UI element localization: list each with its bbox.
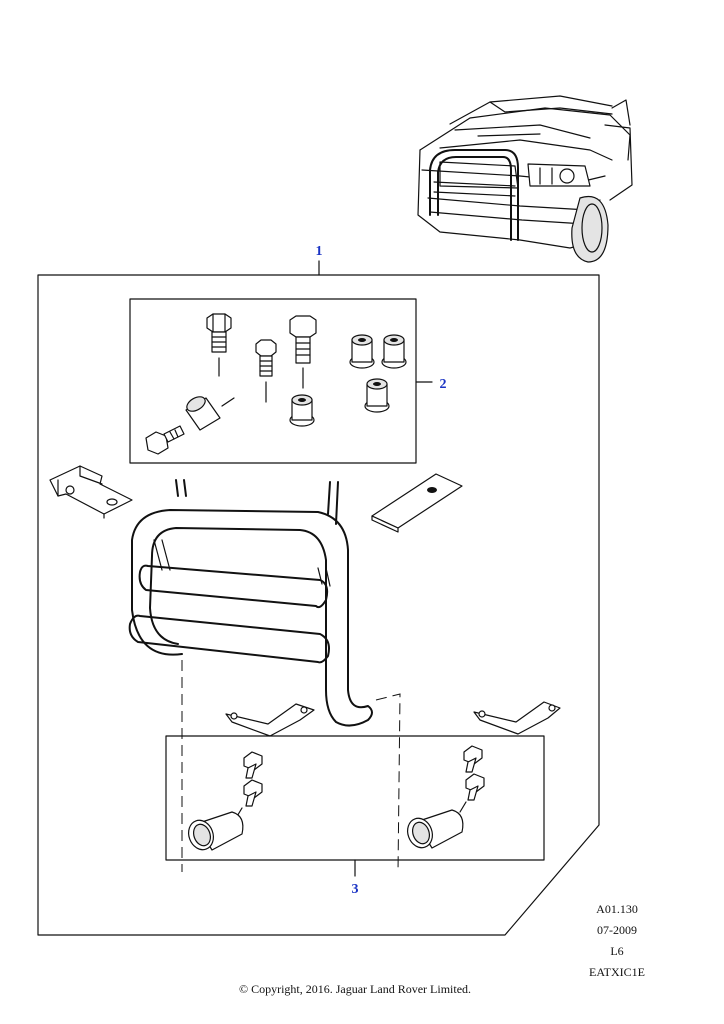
lamp-bracket-left [225,703,315,737]
vehicle-illustration [417,95,633,263]
rivet-nut [381,334,407,369]
small-hex-bolt [235,779,263,819]
small-hex-bolt [243,751,263,779]
callout-1-kit[interactable]: 1 [316,244,323,259]
mounting-plate [371,473,463,533]
hex-bolt [289,315,317,389]
copyright-notice: © Copyright, 2016. Jaguar Land Rover Lim… [239,982,471,996]
callout-3-lamp-kit[interactable]: 3 [352,882,359,897]
rivet-nut [364,378,390,413]
hex-bolt [255,339,277,403]
spacer [185,396,235,431]
hex-bolt [206,313,232,377]
fixing-kit-box [129,298,417,464]
small-hex-bolt [463,745,483,773]
lamp-bracket-right [473,701,561,735]
driving-lamp-right [407,809,464,849]
kit-frame [37,274,600,936]
model-code: L6 [610,944,623,958]
illustration-date: 07-2009 [597,923,637,937]
part-code: EATXIC1E [589,965,645,979]
illustration-reference: A01.130 [596,902,638,916]
assembly-guide-line [375,693,401,873]
callout-2-fixing-kit[interactable]: 2 [440,377,447,392]
rivet-nut [289,394,315,427]
horizontal-hex-bolt [145,425,185,455]
driving-lamp-left [188,811,244,851]
rivet-nut [349,334,375,369]
small-hex-bolt [459,773,485,813]
a-bar-nudge-bar [128,479,373,727]
left-mounting-bracket [49,465,133,519]
